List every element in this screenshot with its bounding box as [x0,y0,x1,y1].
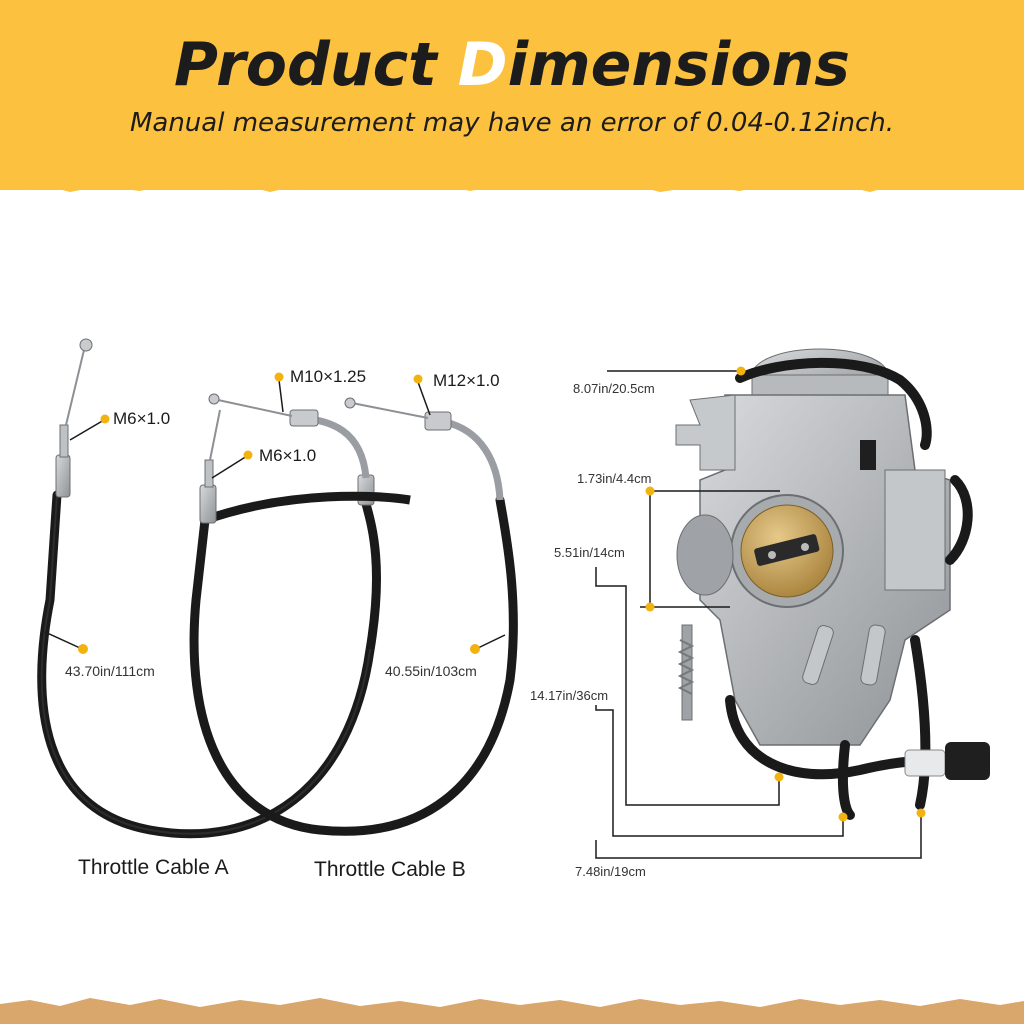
title-text-before: Product [174,30,458,100]
cable-a-name: Throttle Cable A [78,856,229,879]
torn-paper-edge-top [0,170,1024,192]
throttle-cable-b [189,397,518,836]
carb-bore-dimension: 1.73in/4.4cm [577,471,652,486]
carb-top-dimension: 8.07in/20.5cm [573,381,655,396]
page-title: Product Dimensions [0,30,1024,100]
cable-b-left-thread-label: M6×1.0 [259,446,317,465]
throttle-cable-a [37,338,381,839]
carburetor-dimension-lines [595,370,922,859]
cable-a-thread-label: M6×1.0 [113,409,171,428]
title-accent-letter: D [457,30,508,100]
cable-b-length-label: 40.55in/103cm [385,663,477,679]
carb-width-dimension: 7.48in/19cm [575,864,646,879]
cable-callouts [44,372,506,654]
torn-paper-edge-bottom [0,998,1024,1024]
carburetor-image [675,348,990,820]
cable-a-length-label: 43.70in/111cm [65,663,155,679]
cable-b-name: Throttle Cable B [314,858,466,881]
cable-b-center-fitting-label: M10×1.25 [290,367,367,386]
carburetor-dimension-dots [645,366,926,822]
title-text-after: imensions [507,30,850,100]
carb-depth-dimension: 14.17in/36cm [530,688,609,703]
page-subtitle: Manual measurement may have an error of … [129,108,895,138]
carb-height-dimension: 5.51in/14cm [554,545,625,560]
header-banner: Product Dimensions Manual measurement ma… [0,0,1024,190]
cable-b-right-fitting-label: M12×1.0 [433,371,500,390]
